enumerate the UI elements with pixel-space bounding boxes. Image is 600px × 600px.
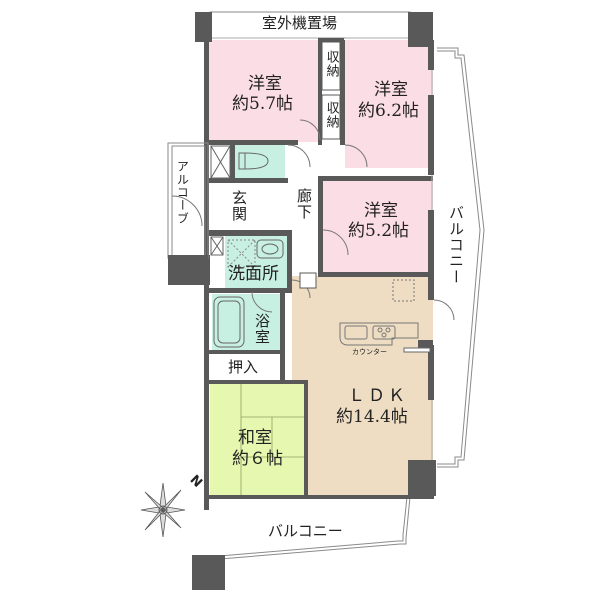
shoe-cabinet — [210, 145, 231, 256]
japanese-room-size: 約６帖 — [232, 449, 283, 469]
ldk-name: ＬＤＫ — [348, 386, 408, 406]
balcony-east-label: バルコニー — [447, 205, 465, 285]
washroom-label: 洗面所 — [228, 264, 279, 284]
bathroom-label: 浴室 — [253, 313, 271, 345]
alcove-wall — [168, 255, 208, 285]
western-room-3-name: 洋室 — [364, 201, 398, 221]
ldk-floor-top — [292, 276, 433, 386]
western-room-2-name: 洋室 — [374, 80, 408, 100]
balcony-east-outline — [437, 47, 485, 468]
bathroom — [212, 294, 280, 350]
refrigerator-space — [299, 272, 317, 289]
washroom — [225, 236, 287, 288]
japanese-room — [210, 384, 304, 497]
outdoor-unit-label: 室外機置場 — [262, 14, 338, 32]
balcony-south-outline — [207, 496, 411, 561]
western-room-1 — [208, 40, 318, 142]
western-room-1-size: 約5.7帖 — [232, 94, 294, 114]
washer-space-icon — [227, 239, 256, 268]
kitchen-counter — [339, 279, 419, 346]
vent — [403, 347, 431, 353]
closet-label: 押入 — [228, 358, 259, 376]
ldk-size: 約14.4帖 — [336, 407, 408, 427]
japanese-room-name: 和室 — [238, 428, 272, 448]
outdoor-unit-area — [209, 11, 411, 39]
tatami-lines — [240, 384, 304, 497]
western-room-2 — [345, 40, 433, 168]
hallway-label: 廊下 — [295, 188, 313, 220]
storage-2-label: 収納 — [323, 101, 339, 129]
western-room-1-name: 洋室 — [248, 74, 282, 94]
western-room-2-size: 約6.2帖 — [358, 101, 420, 121]
alcove-label: アルコーブ — [175, 160, 190, 225]
bathtub-icon — [213, 296, 245, 348]
western-room-3-size: 約5.2帖 — [348, 221, 410, 241]
entrance-label: 玄関 — [230, 190, 248, 222]
compass-rose-icon — [140, 482, 186, 538]
storage-1-label: 収納 — [323, 50, 339, 78]
counter-label: カウンター — [352, 348, 387, 356]
windows — [212, 37, 433, 460]
western-room-3 — [323, 180, 433, 272]
balcony-south-label: バルコニー — [268, 522, 343, 540]
doors — [171, 119, 455, 321]
toilet — [235, 145, 285, 178]
toilet-icon — [238, 152, 269, 170]
washbasin-icon — [256, 239, 284, 259]
